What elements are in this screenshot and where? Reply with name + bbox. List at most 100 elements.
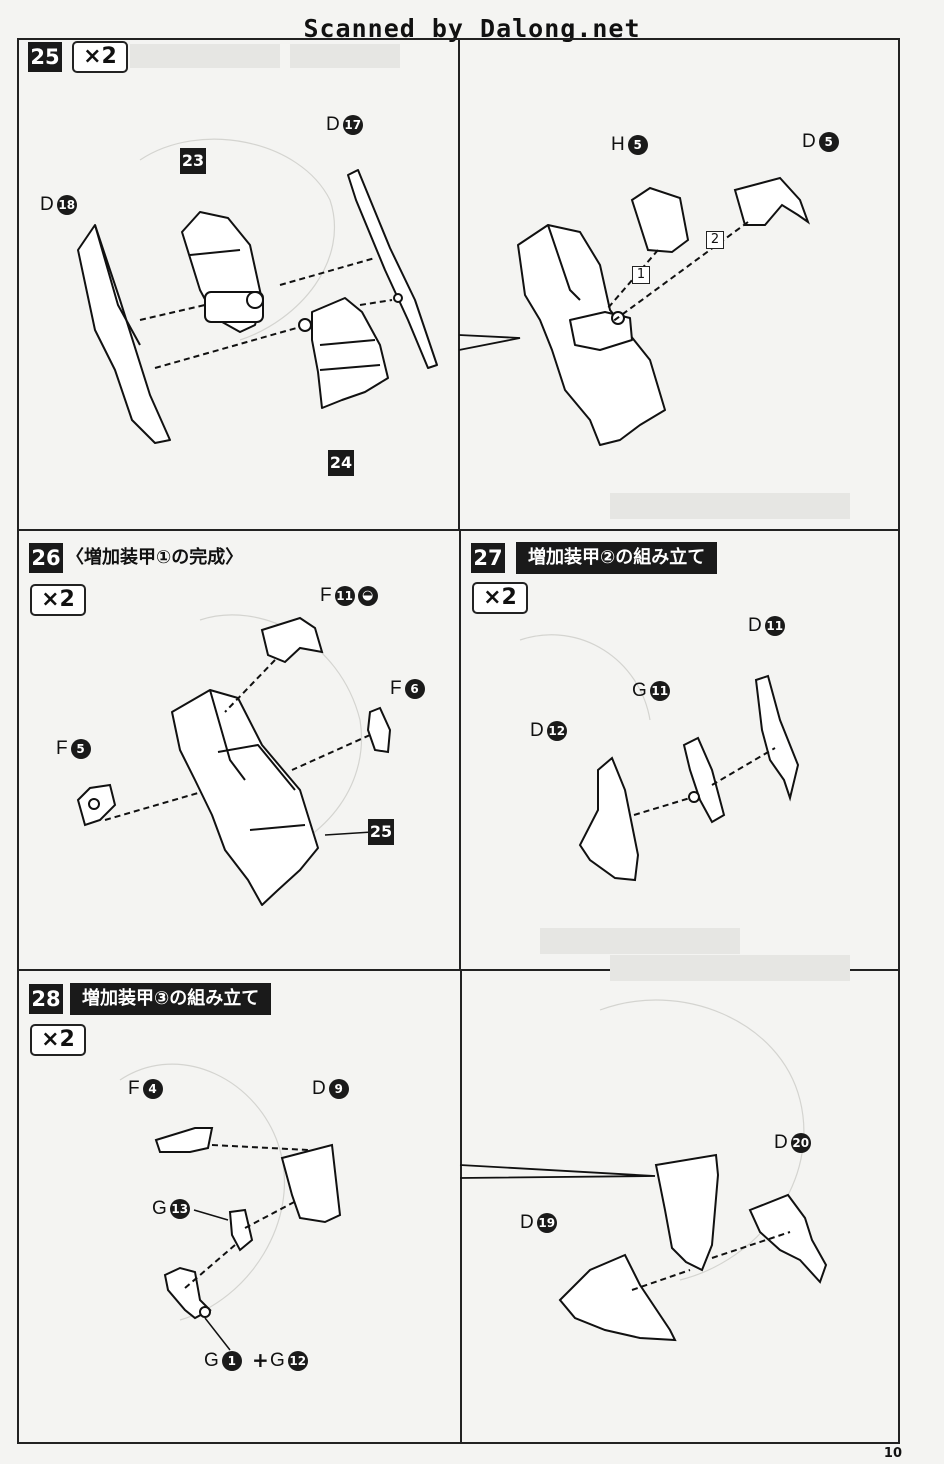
part-letter: F — [128, 1078, 140, 1099]
part-label-d18: D 18 — [40, 194, 77, 216]
step28-guide-lines — [184, 1144, 309, 1289]
callout-wedge-1 — [458, 334, 521, 351]
part-number-badge: 11 — [334, 586, 355, 606]
part-number-badge: 1 — [221, 1351, 242, 1371]
part-label-d19: D 19 — [520, 1212, 557, 1234]
part-letter: D — [774, 1132, 788, 1153]
part-number-badge: 18 — [56, 195, 77, 215]
part-letter: F — [56, 738, 68, 759]
step25b-guide-lines — [607, 221, 749, 323]
part-d9 — [280, 1143, 342, 1224]
part-number-badge: 5 — [818, 132, 839, 152]
part-label-d5: D 5 — [802, 131, 839, 153]
leader-g1 — [204, 1317, 231, 1351]
part-letter: G — [270, 1350, 285, 1371]
part-label-f5: F 5 — [56, 738, 91, 760]
part-letter: D — [520, 1212, 534, 1233]
part-f4 — [154, 1127, 214, 1153]
leader-g13 — [193, 1209, 229, 1221]
part-letter: D — [40, 194, 54, 215]
part-letter: D — [326, 114, 340, 135]
step27-guide-lines — [633, 747, 776, 816]
step-26-title: 〈増加装甲①の完成〉 — [66, 547, 244, 568]
part-letter: G — [632, 680, 647, 701]
part-number-badge: 6 — [404, 679, 425, 699]
part-g1-g12 — [163, 1266, 212, 1320]
plating-icon: ◒ — [357, 586, 378, 606]
part-d17-plate — [347, 169, 438, 369]
part-number-badge: 5 — [627, 135, 648, 155]
part-letter: D — [748, 615, 762, 636]
part-d20 — [748, 1193, 828, 1284]
part-d9-d19-assembly — [654, 1153, 720, 1272]
part-g13 — [228, 1208, 254, 1252]
part-letter: D — [530, 720, 544, 741]
part-number-badge: 13 — [169, 1199, 190, 1219]
step-25-multiplier: ×2 — [72, 41, 128, 73]
part-h5 — [630, 186, 690, 254]
step-28-number: 28 — [29, 984, 63, 1014]
part-label-d11: D 11 — [748, 615, 785, 637]
order-mark-2: 2 — [706, 231, 724, 249]
step-28-multiplier: ×2 — [30, 1024, 86, 1056]
step26-assembly — [171, 689, 319, 906]
part-23-core — [181, 211, 264, 333]
step-27-title: 増加装甲②の組み立て — [516, 542, 718, 574]
ref-25: 25 — [368, 819, 394, 845]
part-letter: H — [611, 134, 625, 155]
step-27-number: 27 — [471, 543, 505, 573]
part-f11 — [260, 616, 324, 664]
step25b-assembly — [517, 224, 666, 446]
part-letter: D — [802, 131, 816, 152]
part-number-badge: 12 — [287, 1351, 308, 1371]
part-letter: F — [320, 585, 332, 606]
part-label-g13: G 13 — [152, 1198, 190, 1220]
part-d11 — [754, 674, 800, 802]
bleed-through-ghosts — [119, 44, 850, 1321]
part-letter: G — [152, 1198, 167, 1219]
part-f6 — [366, 706, 392, 754]
part-letter: D — [312, 1078, 326, 1099]
divider-h-2 — [17, 969, 900, 971]
order-mark-1: 1 — [632, 266, 650, 284]
divider-h-1 — [17, 529, 900, 531]
divider-v-2 — [459, 529, 461, 970]
part-number-badge: 12 — [546, 721, 567, 741]
ref-24: 24 — [328, 450, 354, 476]
part-g11 — [682, 736, 726, 824]
part-f5 — [76, 783, 117, 827]
part-d5 — [733, 176, 811, 226]
part-label-f11: F 11 ◒ — [320, 585, 378, 607]
part-number-badge: 5 — [70, 739, 91, 759]
step25-guide-lines — [139, 257, 393, 369]
part-d12 — [578, 756, 640, 882]
step-28-title: 増加装甲③の組み立て — [70, 983, 272, 1015]
part-number-badge: 11 — [764, 616, 785, 636]
step-26-multiplier: ×2 — [30, 584, 86, 616]
part-number-badge: 4 — [142, 1079, 163, 1099]
part-number-badge: 19 — [536, 1213, 557, 1233]
step-25-number: 25 — [28, 42, 62, 72]
part-label-g11: G 11 — [632, 680, 670, 702]
step26-guide-lines — [104, 659, 371, 821]
part-label-d17: D 17 — [326, 114, 363, 136]
part-number-badge: 20 — [790, 1133, 811, 1153]
part-label-h5: H 5 — [611, 134, 648, 156]
part-d18-armor — [77, 224, 171, 444]
part-letter: F — [390, 678, 402, 699]
part-label-d12: D 12 — [530, 720, 567, 742]
part-label-g12: G 12 — [270, 1350, 308, 1372]
divider-v-3 — [460, 969, 462, 1444]
step28b-guide-lines — [631, 1231, 791, 1291]
part-label-d20: D 20 — [774, 1132, 811, 1154]
part-label-g1: G 1 — [204, 1350, 242, 1372]
plus-sign: + — [252, 1348, 269, 1372]
part-d19 — [558, 1253, 677, 1342]
step-27-multiplier: ×2 — [472, 582, 528, 614]
leader-25 — [324, 831, 373, 836]
part-letter: G — [204, 1350, 219, 1371]
ref-23: 23 — [180, 148, 206, 174]
part-24-shell — [298, 297, 389, 409]
part-number-badge: 11 — [649, 681, 670, 701]
